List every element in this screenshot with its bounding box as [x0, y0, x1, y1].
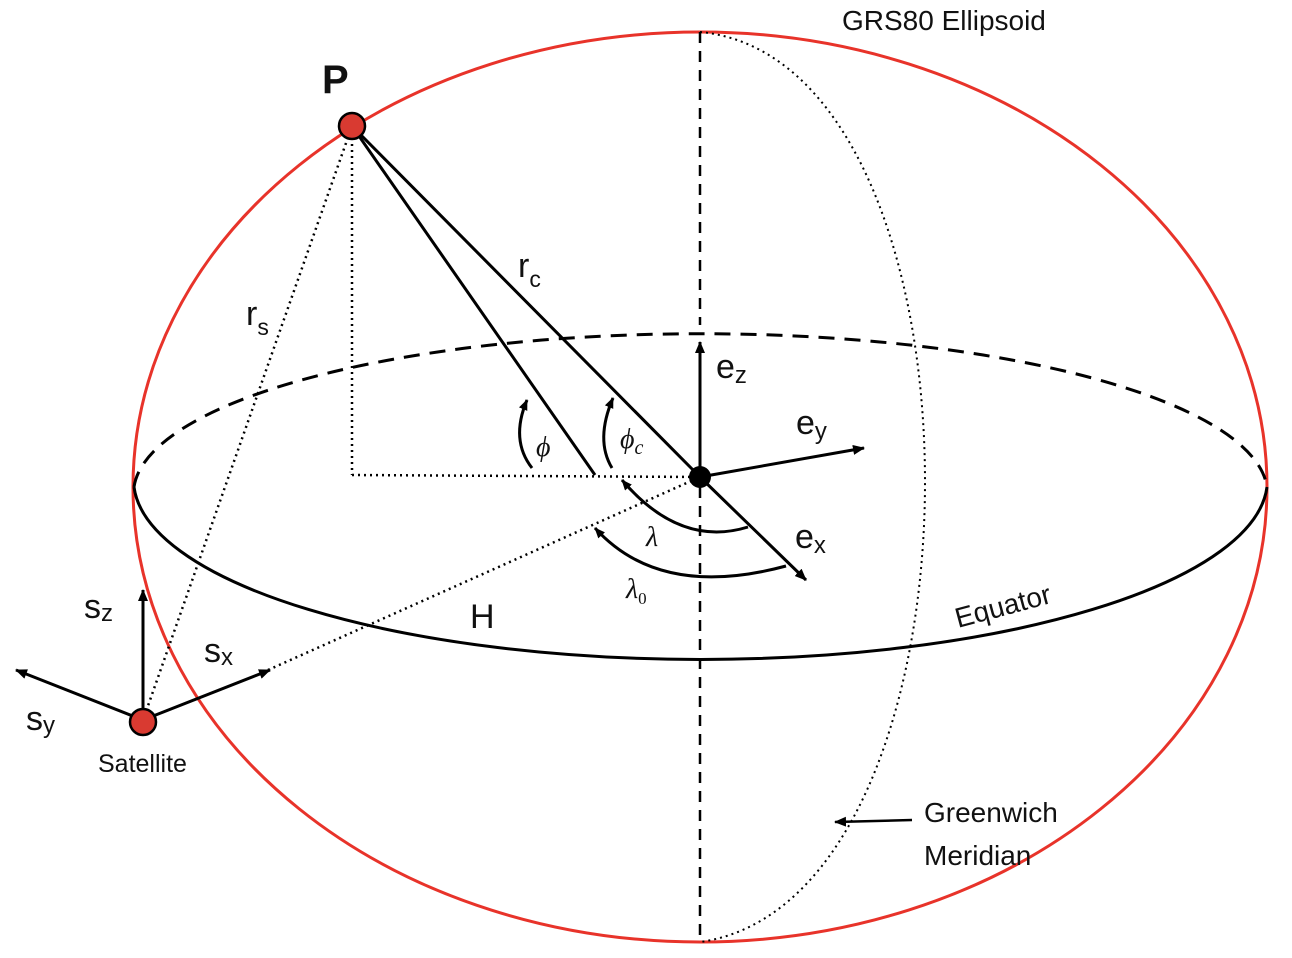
phi-arc — [518, 399, 534, 469]
line-r-c — [350, 124, 702, 479]
ey-axis-arrow — [699, 444, 865, 479]
ellipsoid-title: GRS80 Ellipsoid — [842, 5, 1046, 36]
greenwich-label-line1: Greenwich — [924, 797, 1058, 828]
point-p-marker — [337, 111, 367, 141]
lambda-0-arc — [593, 526, 787, 579]
ex-axis-arrow — [698, 475, 808, 582]
line-r-s — [141, 125, 354, 721]
origin-marker — [689, 466, 711, 488]
sz-label: sz — [84, 588, 113, 627]
phi-c-label: ϕc — [620, 424, 644, 459]
lambda-label: λ — [645, 522, 658, 553]
satellite-marker — [128, 707, 158, 737]
greenwich-pointer — [834, 816, 913, 827]
sy-axis-arrow — [15, 668, 144, 722]
r-s-label: rs — [246, 295, 269, 340]
satellite-label: Satellite — [98, 750, 187, 778]
phi-label: ϕ — [536, 432, 551, 463]
h-label: H — [470, 598, 495, 636]
line-normal — [350, 125, 597, 476]
p-horizontal-projection — [351, 473, 701, 479]
r-c-label: rc — [518, 247, 541, 292]
line-h — [267, 475, 701, 672]
greenwich-meridian — [699, 31, 926, 943]
phi-c-arc — [602, 397, 615, 469]
point-p-label: P — [322, 58, 349, 102]
equator-label: Equator — [952, 578, 1055, 633]
sx-axis-arrow — [142, 668, 271, 722]
greenwich-label-line2: Meridian — [924, 840, 1031, 871]
equator-back — [132, 332, 1269, 488]
sy-label: sy — [26, 700, 55, 739]
ey-label: ey — [796, 404, 827, 445]
lambda-arc — [620, 479, 749, 534]
lambda-0-label: λ0 — [625, 574, 647, 608]
ez-label: ez — [716, 348, 747, 389]
ex-label: ex — [795, 518, 826, 559]
sx-label: sx — [204, 632, 233, 671]
